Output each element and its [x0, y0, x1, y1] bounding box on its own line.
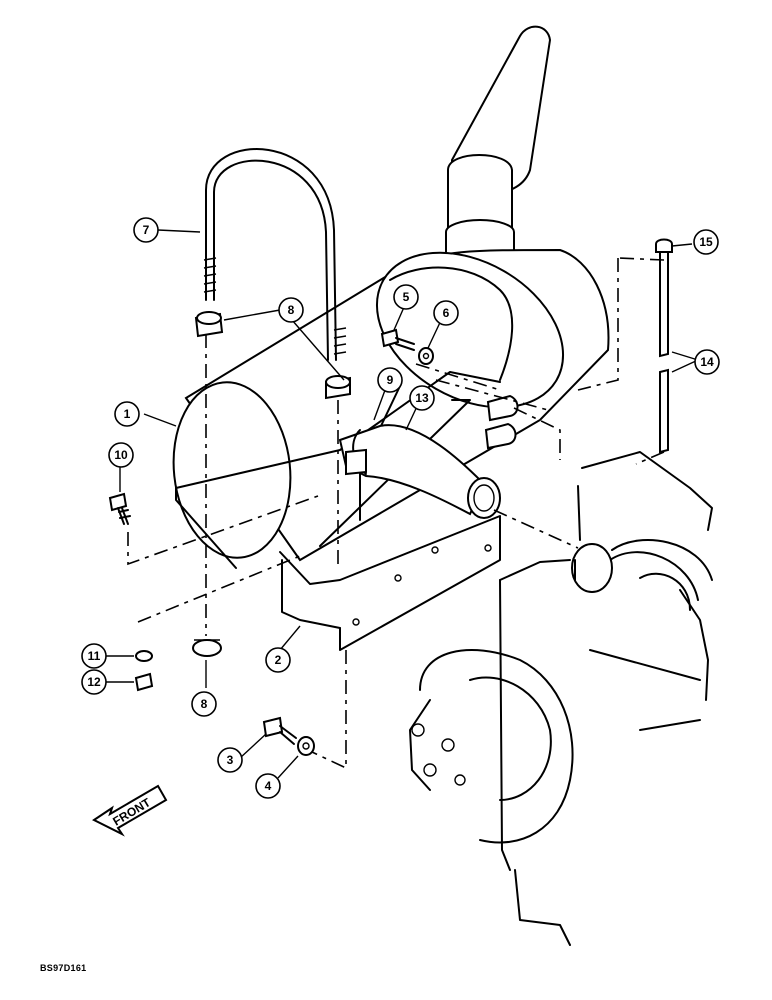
svg-text:8: 8 — [201, 697, 208, 711]
callout-2: 2 — [265, 647, 291, 673]
svg-text:9: 9 — [387, 373, 394, 387]
callout-4: 4 — [255, 773, 281, 799]
callout-1: 1 — [114, 401, 140, 427]
callout-8-lower: 8 — [191, 691, 217, 717]
u-bolt — [203, 148, 347, 361]
svg-text:3: 3 — [227, 753, 234, 767]
svg-text:7: 7 — [143, 223, 150, 237]
muffler — [172, 248, 610, 562]
callout-13: 13 — [409, 385, 435, 411]
callout-14: 14 — [694, 349, 720, 375]
svg-text:6: 6 — [443, 306, 450, 320]
hardware — [108, 238, 673, 756]
callout-12: 12 — [81, 669, 107, 695]
callout-15: 15 — [693, 229, 719, 255]
callout-7: 7 — [133, 217, 159, 243]
front-arrow: FRONT — [92, 784, 168, 837]
svg-text:2: 2 — [275, 653, 282, 667]
centerlines — [127, 257, 665, 770]
svg-text:14: 14 — [700, 355, 714, 369]
intake-pipe — [338, 394, 519, 519]
callout-11: 11 — [81, 643, 107, 669]
svg-text:10: 10 — [114, 448, 128, 462]
callout-5: 5 — [393, 284, 419, 310]
svg-text:13: 13 — [415, 391, 429, 405]
callout-9: 9 — [377, 367, 403, 393]
svg-text:4: 4 — [265, 779, 272, 793]
callout-8-upper: 8 — [278, 297, 304, 323]
svg-text:11: 11 — [88, 649, 101, 663]
engine-block — [409, 451, 713, 946]
svg-text:12: 12 — [87, 675, 101, 689]
callout-3: 3 — [217, 747, 243, 773]
svg-text:8: 8 — [288, 303, 295, 317]
svg-text:1: 1 — [124, 407, 131, 421]
svg-text:5: 5 — [403, 290, 410, 304]
svg-text:15: 15 — [699, 235, 713, 249]
drawing-code: BS97D161 — [40, 963, 87, 973]
callout-6: 6 — [433, 300, 459, 326]
exhaust-stack — [445, 25, 552, 280]
callout-10: 10 — [108, 442, 134, 468]
